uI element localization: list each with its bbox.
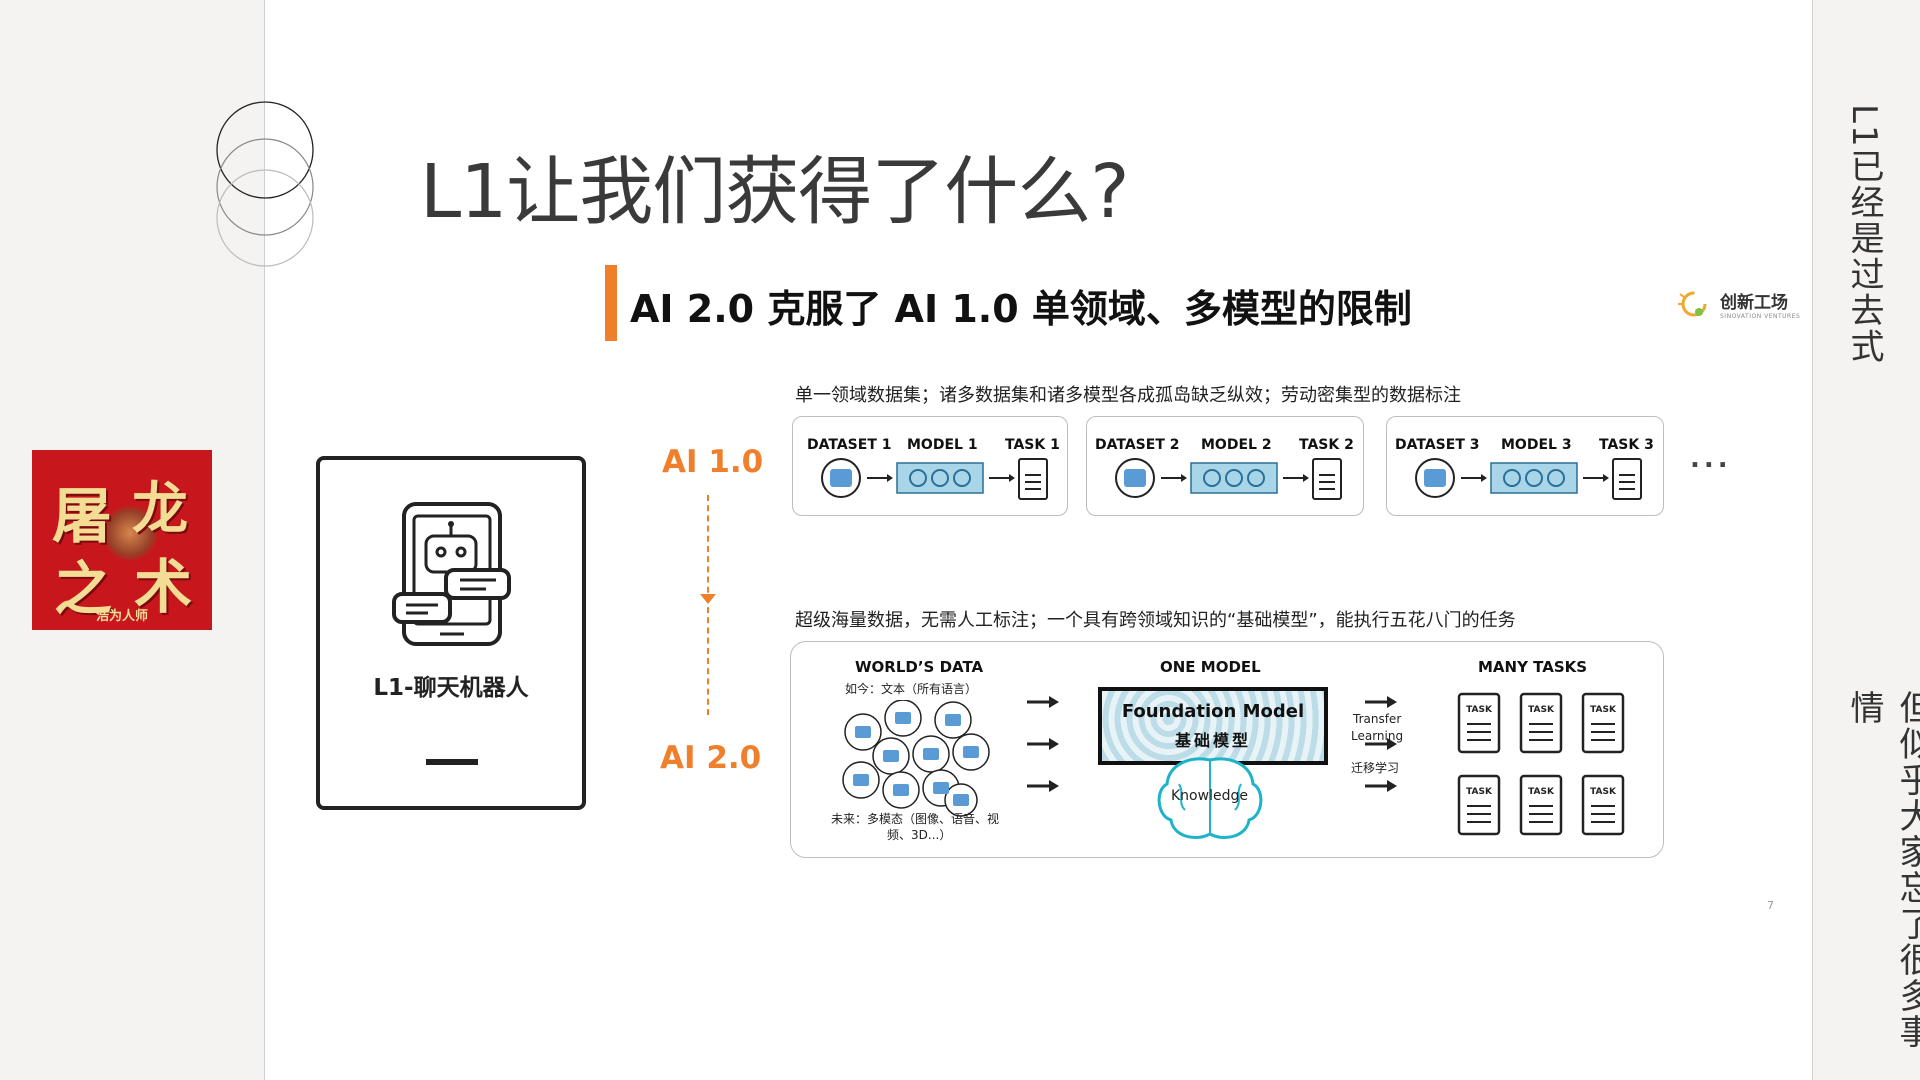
dataset-label-2: DATASET 2 [1095, 437, 1180, 453]
vertical-caption-top: L1已经是过去式 [1844, 104, 1884, 365]
worlds-data-future-1: 未来：多模态（图像、语音、视 [831, 812, 1000, 826]
logo-seal-icon [102, 505, 158, 561]
transfer-learning-2: Learning [1351, 729, 1404, 743]
task-label-2: TASK 2 [1299, 437, 1354, 453]
ai-arrow-head-icon [700, 594, 716, 604]
ai2-description: 超级海量数据，无需人工标注；一个具有跨领域知识的“基础模型”，能执行五花八门的任… [795, 610, 1516, 631]
worlds-data-now: 如今：文本（所有语言） [845, 682, 978, 696]
ai-arrow-line [707, 495, 709, 715]
vertical-caption-bottom: 但似乎大家忘了很多事情 [1844, 690, 1920, 1050]
pipeline-ellipsis: ... [1690, 444, 1732, 474]
task-icon-text: TASK [1528, 705, 1555, 715]
brand-en: SINOVATION VENTURES [1720, 313, 1801, 320]
task-label-1: TASK 1 [1005, 437, 1060, 453]
logo-subtitle: 浩为人师 [95, 609, 148, 624]
pipeline-icons-1 [821, 458, 1048, 500]
chatbot-label: L1-聊天机器人 [373, 675, 529, 701]
logo: 屠 龙 之 术 浩为人师 [32, 450, 212, 630]
many-tasks-label: MANY TASKS [1478, 658, 1588, 676]
brand-name: 创新工场 [1720, 293, 1788, 313]
logo-char-3: 之 [54, 555, 113, 623]
pipeline-box-2: DATASET 2 MODEL 2 TASK 2 [1086, 416, 1364, 516]
foundation-model-en: Foundation Model [1121, 701, 1305, 722]
chatbot-card: L1-聊天机器人 [316, 456, 586, 810]
model-label-1: MODEL 1 [907, 437, 978, 453]
pipeline-box-1: DATASET 1 MODEL 1 TASK 1 [792, 416, 1068, 516]
page-title: L1让我们获得了什么? [420, 149, 1130, 235]
dataset-label-3: DATASET 3 [1395, 437, 1480, 453]
foundation-model-box: WORLD’S DATA 如今：文本（所有语言） 未来：多模态（图像、语音、视 … [790, 641, 1664, 858]
dataset-label-1: DATASET 1 [807, 437, 892, 453]
brain-icon [1157, 757, 1263, 839]
right-panel [1812, 0, 1920, 1080]
logo-char-4: 术 [134, 553, 193, 621]
chatbot-dash [426, 759, 478, 765]
one-model-label: ONE MODEL [1160, 658, 1261, 676]
ai1-description: 单一领域数据集；诸多数据集和诸多模型各成孤岛缺乏纵效；劳动密集型的数据标注 [795, 385, 1461, 406]
subtitle-accent-bar [605, 265, 617, 341]
database-cluster-icon [842, 700, 990, 817]
worlds-data-label: WORLD’S DATA [855, 658, 984, 676]
task-clipboards-icon: TASK TASK TASK TASK TASK TASK [1457, 692, 1625, 836]
model-label-2: MODEL 2 [1201, 437, 1272, 453]
brand-logo: 创新工场 SINOVATION VENTURES [1674, 286, 1800, 322]
bulb-icon [1678, 291, 1707, 317]
model-label-3: MODEL 3 [1501, 437, 1572, 453]
ai2-label: AI 2.0 [660, 740, 762, 776]
transfer-arrows-icon [1365, 696, 1397, 792]
chatbot-phone-icon [392, 502, 511, 646]
task-label-3: TASK 3 [1599, 437, 1654, 453]
transfer-learning-1: Transfer [1353, 712, 1402, 726]
pipeline-icons-3 [1415, 458, 1642, 500]
logo-char-1: 屠 [52, 482, 112, 552]
task-icon-text: TASK [1528, 787, 1555, 797]
task-icon-text: TASK [1466, 787, 1493, 797]
knowledge-label: Knowledge [1171, 788, 1248, 804]
logo-char-2: 龙 [132, 476, 188, 542]
foundation-model-cn: 基础模型 [1174, 731, 1251, 750]
ai1-label: AI 1.0 [662, 444, 764, 480]
page-number: 7 [1767, 899, 1774, 912]
worlds-data-future-2: 频、3D...） [887, 828, 952, 842]
slide-subtitle: AI 2.0 克服了 AI 1.0 单领域、多模型的限制 [630, 287, 1412, 331]
decorative-circles-icon [216, 101, 314, 267]
data-arrows-icon [1027, 696, 1059, 792]
transfer-learning-cn: 迁移学习 [1351, 761, 1400, 775]
task-icon-text: TASK [1590, 787, 1617, 797]
pipeline-box-3: DATASET 3 MODEL 3 TASK 3 [1386, 416, 1664, 516]
task-icon-text: TASK [1466, 705, 1493, 715]
task-icon-text: TASK [1590, 705, 1617, 715]
pipeline-icons-2 [1115, 458, 1342, 500]
